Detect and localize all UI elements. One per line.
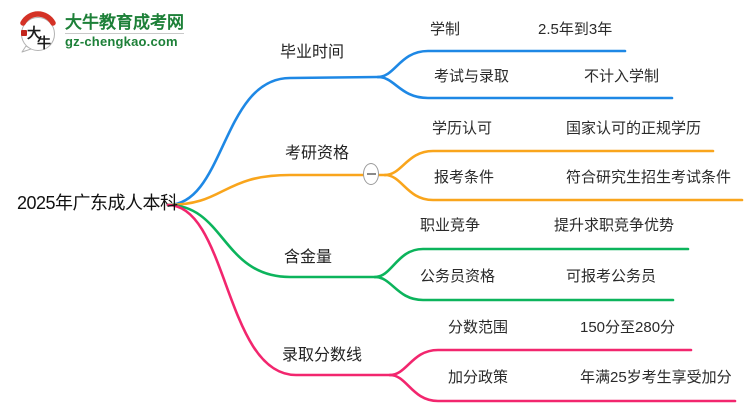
child-line-degree-recognition	[383, 149, 715, 177]
logo-bull-icon: 大 牛	[20, 11, 56, 53]
branch-line-value	[166, 203, 377, 279]
minus-icon	[366, 173, 376, 175]
child-node-label[interactable]: 学历认可	[432, 120, 493, 137]
site-logo[interactable]: 大 牛 大牛教育成考网 gz-chengkao.com	[16, 8, 184, 54]
child-node-value[interactable]: 2.5年到3年	[538, 21, 613, 38]
svg-text:大: 大	[27, 25, 41, 41]
child-node-value[interactable]: 150分至280分	[580, 319, 676, 336]
child-node-label[interactable]: 分数范围	[448, 319, 509, 336]
child-node-label[interactable]: 职业竞争	[420, 217, 481, 234]
child-line-bonus-policy	[388, 373, 737, 403]
child-node-label[interactable]: 公务员资格	[420, 268, 496, 285]
logo-red-arc	[20, 11, 56, 26]
site-domain: gz-chengkao.com	[65, 34, 178, 49]
child-line-exam-admission	[376, 75, 674, 100]
branch-node-graduation-time[interactable]: 毕业时间	[280, 44, 345, 61]
branch-node-value[interactable]: 含金量	[284, 249, 333, 266]
child-line-score-range	[388, 348, 693, 377]
child-node-value[interactable]: 国家认可的正规学历	[566, 120, 702, 137]
svg-text:牛: 牛	[37, 35, 51, 51]
child-node-label[interactable]: 考试与录取	[434, 68, 510, 85]
child-node-value[interactable]: 不计入学制	[584, 68, 660, 85]
child-node-value[interactable]: 可报考公务员	[566, 268, 657, 285]
root-node[interactable]: 2025年广东成人本科	[17, 193, 178, 213]
branch-line-postgrad-eligibility	[166, 173, 387, 207]
child-line-study-length	[376, 49, 627, 79]
branch-node-admission-score[interactable]: 录取分数线	[282, 347, 363, 364]
collapse-button[interactable]	[363, 163, 379, 185]
child-line-apply-conditions	[383, 173, 744, 202]
child-line-civil-servant	[373, 275, 675, 302]
child-line-career-competition	[373, 247, 690, 279]
child-node-label[interactable]: 学制	[430, 21, 461, 38]
logo-divider	[65, 33, 184, 34]
branch-node-postgrad-eligibility[interactable]: 考研资格	[285, 145, 350, 162]
branch-line-graduation-time	[166, 75, 380, 207]
site-name: 大牛教育成考网	[65, 13, 184, 32]
child-node-value[interactable]: 年满25岁考生享受加分	[580, 369, 732, 386]
child-node-value[interactable]: 提升求职竞争优势	[554, 217, 675, 234]
child-node-value[interactable]: 符合研究生招生考试条件	[566, 169, 732, 186]
child-node-label[interactable]: 加分政策	[448, 369, 509, 386]
logo-seal	[21, 30, 27, 36]
child-node-label[interactable]: 报考条件	[434, 169, 495, 186]
branch-line-admission-score	[166, 203, 392, 377]
